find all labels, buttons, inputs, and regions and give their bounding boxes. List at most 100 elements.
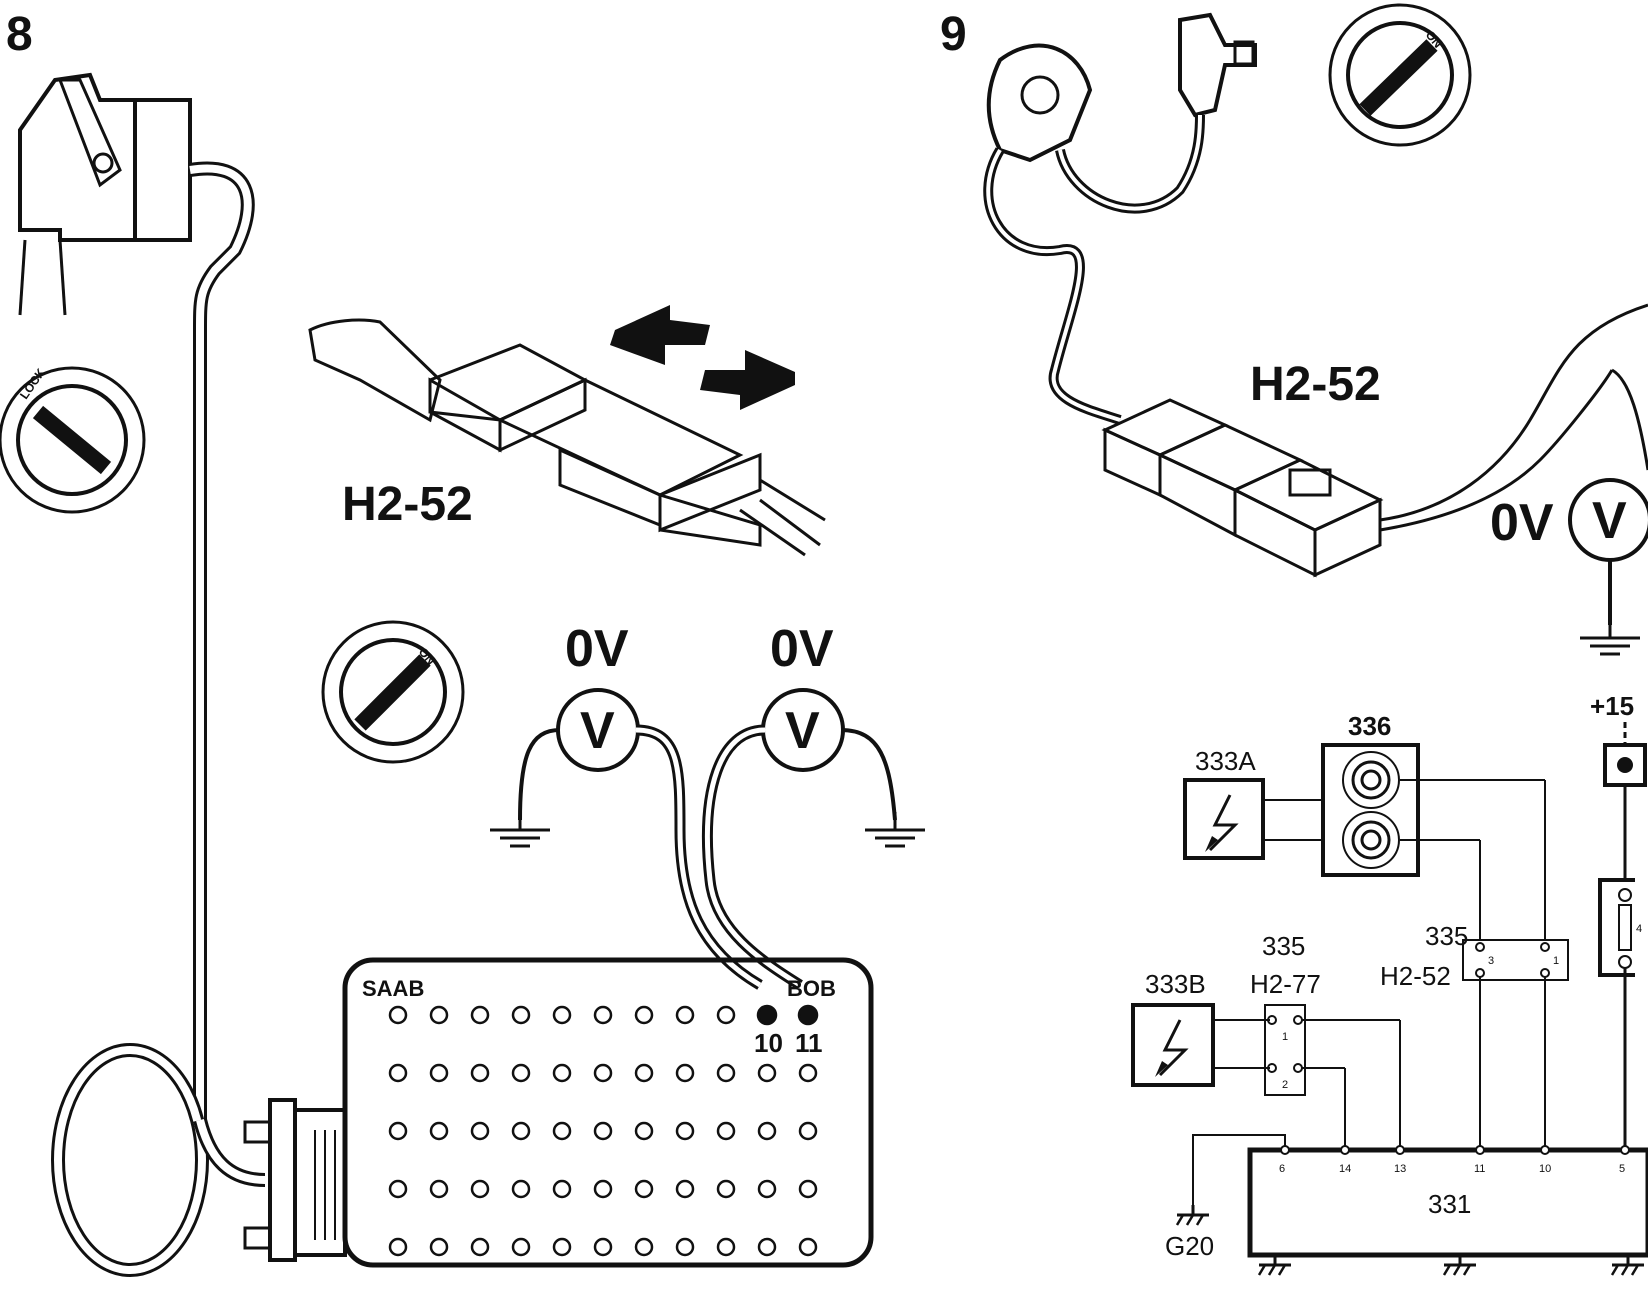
bob-pin: [429, 1237, 449, 1257]
ecu-pin: [1280, 1145, 1290, 1155]
bob-pin: [470, 1179, 490, 1199]
bob-pin: [675, 1063, 695, 1083]
label-333b: 333B: [1145, 969, 1206, 999]
h2-52-label-panel8: H2-52: [342, 478, 473, 531]
bob-brand: SAAB: [362, 976, 424, 1001]
bob-pin: [716, 1005, 736, 1025]
bob-pin: [429, 1121, 449, 1141]
bob-pin: [634, 1237, 654, 1257]
ecu-pin: [1620, 1145, 1630, 1155]
meter-panel9-symbol: V: [1592, 492, 1627, 550]
ignition-switch-on-panel9: ON: [1328, 3, 1472, 147]
sensor-harness: [983, 12, 1257, 425]
bob-pin: [716, 1121, 736, 1141]
ecu-pin: [1475, 1145, 1485, 1155]
bob-pin: [798, 1063, 818, 1083]
bob-pin: [511, 1121, 531, 1141]
bob-pin: [757, 1121, 777, 1141]
bob-pin: [757, 1063, 777, 1083]
ecu-pin-label: 10: [1539, 1163, 1551, 1175]
label-333a: 333A: [1195, 746, 1256, 776]
ecu-pin: [1395, 1145, 1405, 1155]
supply-label: +15: [1590, 691, 1634, 721]
bob-pin: [593, 1063, 613, 1083]
label-335-b: 335: [1425, 921, 1468, 951]
bob-pin: [511, 1063, 531, 1083]
h2-52-pin-1: 1: [1553, 955, 1559, 967]
bob-pin-grid: [388, 1004, 819, 1257]
bob-pin: [757, 1237, 777, 1257]
bob-pin: [675, 1121, 695, 1141]
h2-52-label-panel9: H2-52: [1250, 358, 1381, 411]
voltmeter-left: 0V V: [488, 620, 763, 990]
bob-pin: [675, 1179, 695, 1199]
bob-pin: [552, 1063, 572, 1083]
ecu-pin: [1340, 1145, 1350, 1155]
fuse-pin-label: 4: [1636, 923, 1642, 935]
label-h2-52-sub: H2-52: [1380, 961, 1451, 991]
label-336: 336: [1348, 711, 1391, 741]
ecu-331-label: 331: [1428, 1189, 1471, 1219]
bob-pin: [470, 1121, 490, 1141]
bob-pin-active: [756, 1004, 778, 1026]
bob-pin: [798, 1179, 818, 1199]
bob-pin: [388, 1063, 408, 1083]
voltmeter-panel9: 0V V: [1490, 478, 1648, 656]
ignition-switch-lock: LOCK: [0, 366, 146, 514]
meter-left-symbol: V: [580, 702, 615, 760]
label-335-a: 335: [1262, 931, 1305, 961]
bob-pin: [470, 1005, 490, 1025]
ecu-pin-label: 6: [1279, 1163, 1285, 1175]
panel-number-8: 8: [6, 8, 33, 61]
bob-pin: [593, 1237, 613, 1257]
label-h2-77-sub: H2-77: [1250, 969, 1321, 999]
bob-cable: [51, 161, 266, 1277]
bob-pin: [429, 1063, 449, 1083]
bob-pin: [470, 1063, 490, 1083]
bob-pin: [716, 1237, 736, 1257]
bob-pin: [552, 1121, 572, 1141]
h2-52-pin-3: 3: [1488, 955, 1494, 967]
bob-pin: [552, 1179, 572, 1199]
break-out-box: SAAB BOB 10 11: [243, 957, 874, 1268]
bob-pin: [675, 1237, 695, 1257]
bob-pin: [511, 1005, 531, 1025]
bob-name: BOB: [787, 976, 836, 1001]
meter-right-symbol: V: [785, 702, 820, 760]
bob-pin: [675, 1005, 695, 1025]
h2-52-connector-panel9: [1101, 303, 1648, 578]
ecu-pin: [1540, 1145, 1550, 1155]
h2-77-pin-1: 1: [1282, 1031, 1288, 1043]
voltmeter-right: 0V V: [702, 620, 927, 990]
bob-pin: [716, 1063, 736, 1083]
bob-pin: [511, 1237, 531, 1257]
steering-column-connector: [18, 72, 192, 316]
bob-pin-active: [797, 1004, 819, 1026]
wiring-schematic: +15 4 333A 336 335 H2-52: [1131, 691, 1648, 1277]
bob-pin: [593, 1005, 613, 1025]
ecu-pin-label: 11: [1474, 1163, 1485, 1175]
bob-pin: [716, 1179, 736, 1199]
bob-pin: [511, 1179, 531, 1199]
bob-pin: [429, 1179, 449, 1199]
bob-pin: [593, 1179, 613, 1199]
ignition-switch-on-panel8: ON: [321, 620, 465, 764]
bob-pin-label-11: 11: [795, 1028, 823, 1058]
ground-g20-label: G20: [1165, 1231, 1214, 1261]
meter-right-reading: 0V: [770, 620, 834, 678]
meter-left-reading: 0V: [565, 620, 629, 678]
bob-pin: [388, 1237, 408, 1257]
bob-pin: [388, 1005, 408, 1025]
bob-pin: [798, 1237, 818, 1257]
h2-77-pin-2: 2: [1282, 1079, 1288, 1091]
bob-pin: [388, 1179, 408, 1199]
panel-number-9: 9: [940, 8, 967, 61]
ecu-pin-label: 5: [1619, 1163, 1625, 1175]
meter-panel9-reading: 0V: [1490, 494, 1554, 552]
bob-pin: [634, 1063, 654, 1083]
bob-pin: [388, 1121, 408, 1141]
ecu-pin-label: 13: [1394, 1163, 1406, 1175]
bob-pin: [634, 1005, 654, 1025]
